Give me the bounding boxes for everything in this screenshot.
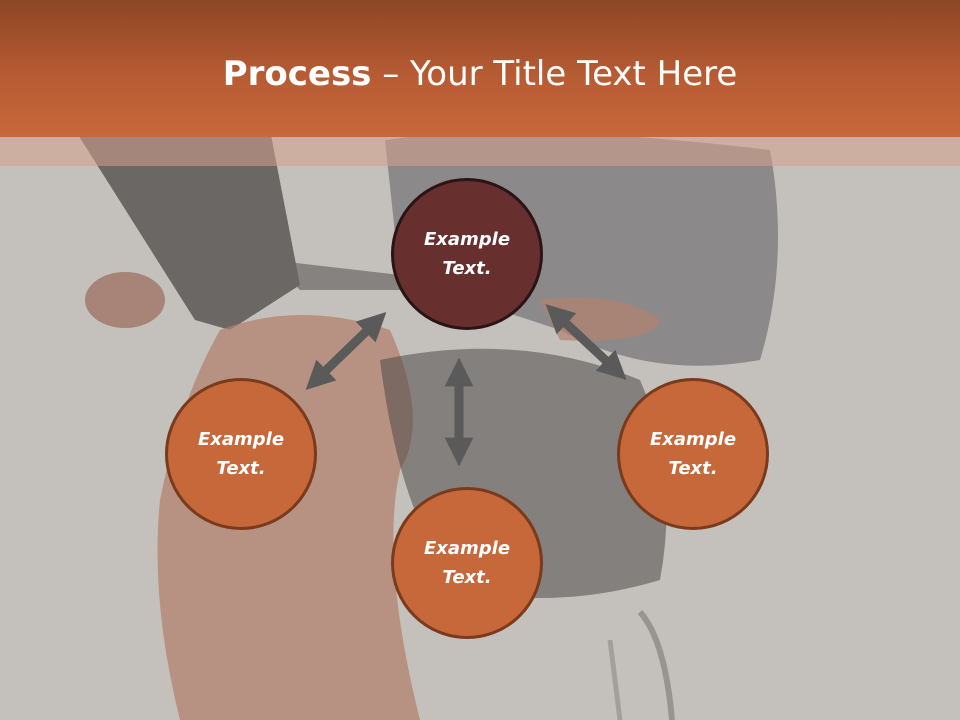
node-bottom-label: Example Text. (423, 538, 511, 588)
slide-title-rest: – Your Title Text Here (371, 54, 738, 94)
arrow-top-right (545, 304, 627, 380)
node-right-label: Example Text. (649, 429, 737, 479)
node-left-label: Example Text. (197, 429, 285, 479)
node-right: Example Text. (617, 378, 769, 530)
node-left: Example Text. (165, 378, 317, 530)
node-bottom: Example Text. (391, 487, 543, 639)
arrow-top-left (305, 311, 387, 391)
slide-title-bold: Process (222, 54, 372, 94)
slide-title: Process – Your Title Text Here (0, 52, 960, 96)
title-bar (0, 0, 960, 137)
node-top: Example Text. (391, 178, 543, 330)
node-top-label: Example Text. (423, 229, 511, 279)
title-bar-band (0, 137, 960, 166)
